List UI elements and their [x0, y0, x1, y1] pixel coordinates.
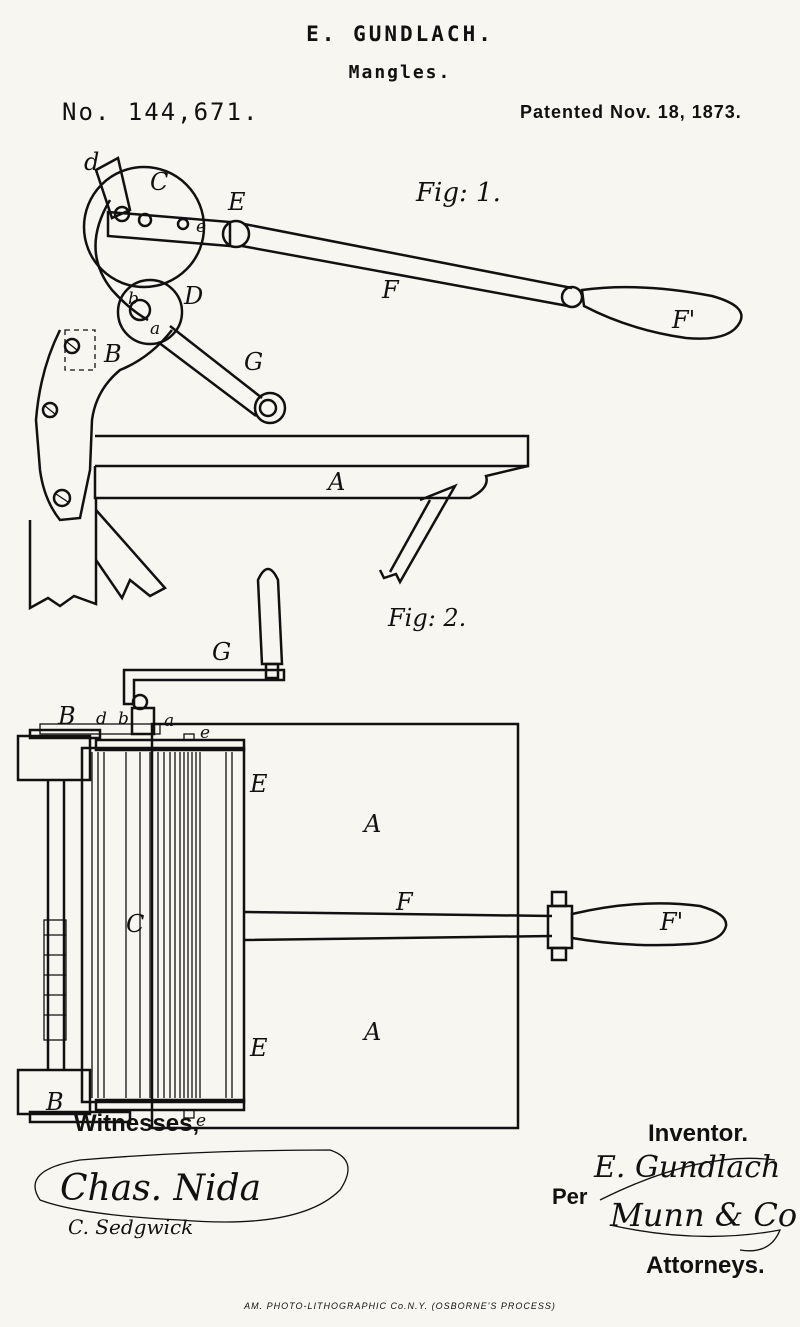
- bracket-b: [34, 329, 173, 522]
- fig2-label-c: C: [126, 910, 144, 938]
- fig1-label-g: G: [244, 348, 263, 376]
- fig1-label-b-cap: B: [103, 340, 122, 368]
- fig1-labels: d C E e F F' b D a B G A: [84, 148, 695, 496]
- attorneys-label: Attorneys.: [646, 1252, 765, 1279]
- witness-signature-1: Chas. Nida: [60, 1168, 262, 1209]
- fig1-label-a-cap: A: [326, 468, 345, 496]
- fig1-label-f: F: [381, 276, 400, 304]
- fig2-label-b-bottom: B: [45, 1088, 64, 1116]
- inventor-flourish: [599, 1157, 776, 1201]
- crank-arm-g: [157, 325, 263, 417]
- board-a: [150, 722, 520, 1130]
- fig1-label-e-cap: E: [227, 188, 246, 216]
- fig2-label-a-cap-bottom: A: [362, 1018, 381, 1046]
- fig1-label-f-prime: F': [671, 306, 695, 334]
- gear-d-outline: [116, 278, 184, 346]
- fig2-label-a: a: [164, 711, 174, 731]
- fig2-labels: G B d b a e E A F C F' A E B e: [45, 638, 683, 1131]
- fig1-label-d-cap: D: [183, 282, 203, 310]
- fig2-label-e-bottom: e: [196, 1111, 206, 1131]
- witness-signature-2: C. Sedgwick: [68, 1215, 194, 1239]
- fig1-label-d: d: [84, 148, 99, 176]
- handle-joint: [221, 219, 251, 249]
- fig2-label-f: F: [395, 888, 414, 916]
- fig2-title: Fig: 2.: [388, 604, 467, 632]
- fig2-label-e-cap-top: E: [249, 770, 268, 798]
- crank-arm-fig2: [122, 668, 286, 706]
- fig1-label-b: b: [128, 289, 139, 309]
- handle-grip: [580, 285, 743, 340]
- inventor-label: Inventor.: [648, 1120, 749, 1147]
- printer-imprint: AM. PHOTO-LITHOGRAPHIC Co.N.Y. (OSBORNE'…: [244, 1301, 556, 1311]
- patent-number: No. 144,671.: [62, 98, 260, 126]
- handle-rod-fig2: [243, 910, 553, 942]
- fig1-label-a: a: [150, 319, 160, 339]
- witnesses-label: Witnesses,: [74, 1110, 200, 1137]
- fig2-label-e-top: e: [200, 723, 210, 743]
- attorney-flourish: [609, 1224, 782, 1252]
- witness-flourish: [34, 1149, 349, 1223]
- fig2-label-d: d: [96, 709, 107, 729]
- roller-c: [80, 746, 246, 1104]
- table-top-a: [95, 434, 530, 468]
- patent-date: Patented Nov. 18, 1873.: [520, 102, 742, 122]
- fig1-label-c: C: [150, 168, 168, 196]
- inventor-signature: E. Gundlach: [594, 1150, 781, 1185]
- fig2-label-g: G: [212, 638, 231, 666]
- patent-subject: Mangles.: [348, 62, 452, 83]
- fig2-drawing: [16, 567, 728, 1130]
- fig1-label-e: e: [196, 217, 206, 237]
- fig2-label-a-cap-top: A: [362, 810, 381, 838]
- crank-handle: [256, 567, 284, 666]
- fig2-label-b-top: B: [57, 702, 76, 730]
- fig2-label-f-prime: F': [659, 908, 683, 936]
- fig1-drawing: [28, 156, 743, 611]
- handle-grip-fig2: [570, 902, 728, 947]
- per-label: Per: [552, 1184, 588, 1209]
- inventor-name: E. GUNDLACH.: [306, 22, 494, 46]
- fig2-label-b: b: [118, 709, 129, 729]
- fig2-label-e-cap-bottom: E: [249, 1034, 268, 1062]
- attorney-signature: Munn & Co: [610, 1196, 798, 1234]
- fig1-title: Fig: 1.: [416, 178, 501, 208]
- handle-rod-f: [241, 222, 573, 308]
